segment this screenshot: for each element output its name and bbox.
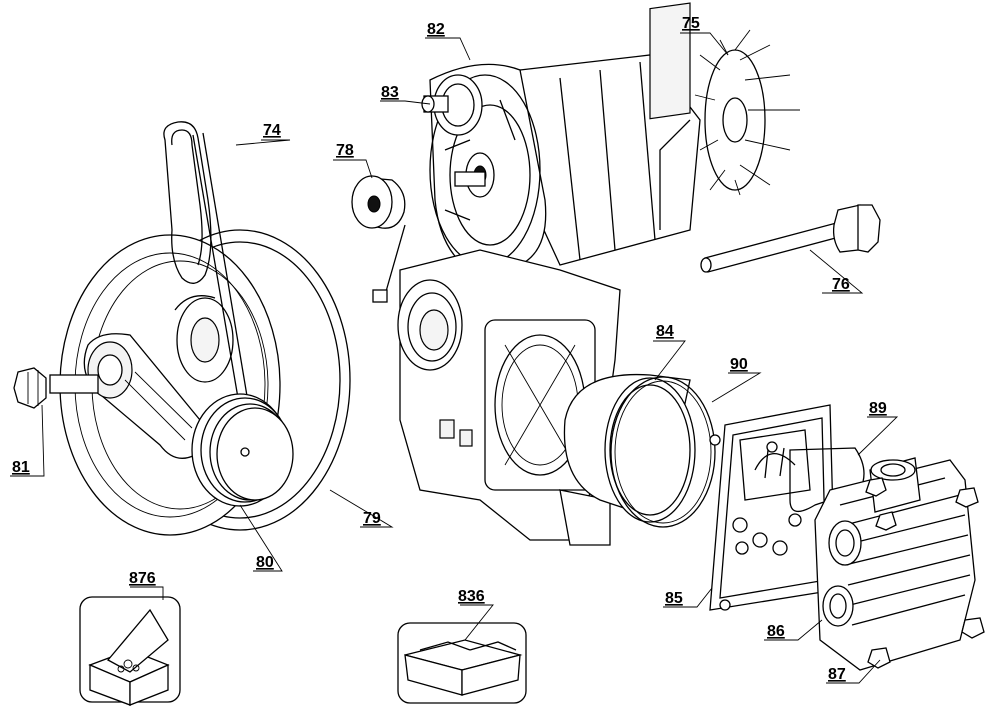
cylinder-head-86: [814, 457, 985, 671]
cylinder-sleeve-84: [563, 373, 696, 523]
o-ring-90: [610, 376, 716, 528]
head-bolts-87: [865, 477, 985, 669]
callout-81: 81: [12, 459, 30, 476]
callout-79: 79: [363, 510, 381, 527]
leader-lines: [10, 32, 899, 684]
valve-plate-85: [709, 404, 836, 611]
callout-876: 876: [129, 570, 156, 587]
kit-836-toolbox: [397, 622, 527, 704]
bolt-81: [13, 367, 99, 409]
belt-74: [163, 121, 248, 399]
callout-87: 87: [828, 666, 846, 683]
callout-76: 76: [832, 276, 850, 293]
callout-83: 83: [381, 84, 399, 101]
callout-78: 78: [336, 142, 354, 159]
callout-86: 86: [767, 623, 785, 640]
callout-82: 82: [427, 21, 445, 38]
kit-876-box: [79, 596, 181, 706]
washer-78: [351, 175, 406, 229]
callout-90: 90: [730, 356, 748, 373]
callout-85: 85: [665, 590, 683, 607]
callout-89: 89: [869, 400, 887, 417]
motor-assembly: [372, 2, 800, 303]
cooling-fan-75: [694, 29, 800, 196]
through-bolt-76: [700, 204, 881, 273]
callout-labels: 82 83 74 78 75 76 84 90 89 81 79 80 85 8…: [12, 15, 887, 683]
callout-836: 836: [458, 588, 485, 605]
drive-pulley-80: [191, 393, 294, 507]
callout-80: 80: [256, 554, 274, 571]
callout-84: 84: [656, 323, 674, 340]
callout-75: 75: [682, 15, 700, 32]
callout-74: 74: [263, 122, 281, 139]
